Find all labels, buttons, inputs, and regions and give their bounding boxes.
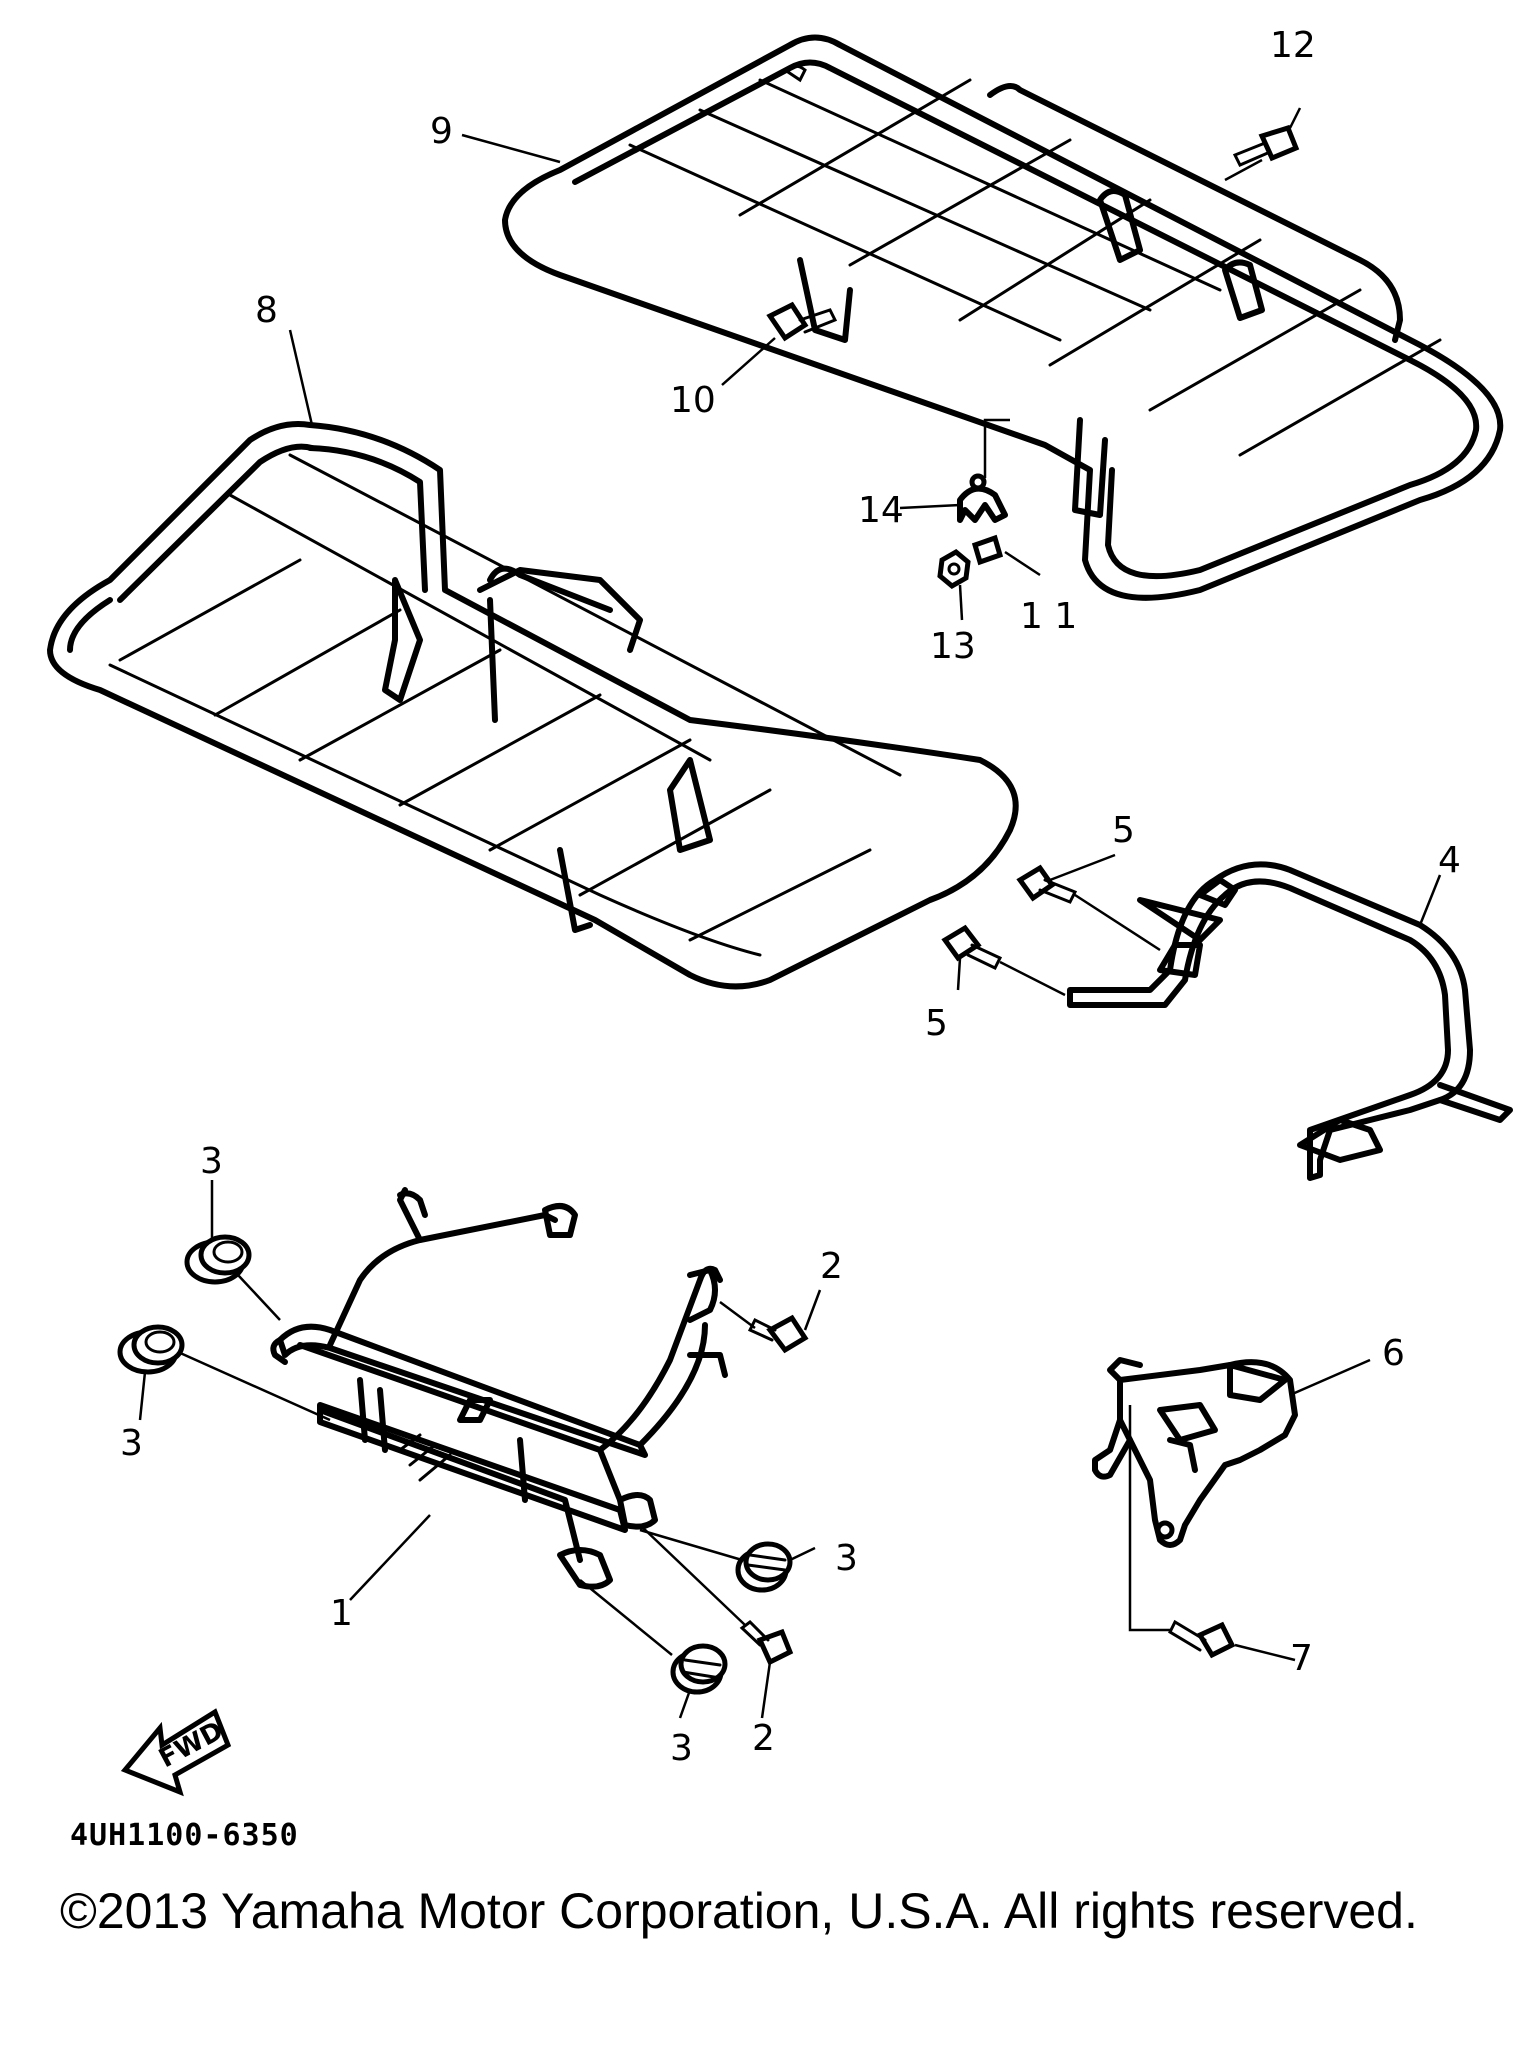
rear-carrier [502,34,1504,601]
grommet-3-left [117,1324,185,1375]
front-carrier [47,421,1019,990]
clip-14 [957,473,1008,523]
callout-5-upper: 5 [1112,810,1135,851]
fwd-arrow-icon: FWD [120,1708,232,1797]
bolt-7 [1168,1619,1236,1659]
grommet-3-top [184,1234,252,1285]
callout-6: 6 [1382,1333,1405,1374]
callout-3-top: 3 [200,1141,223,1182]
callout-11: 1 1 [1020,596,1077,637]
callout-9: 9 [430,111,453,152]
callout-4: 4 [1438,840,1461,881]
grommet-3-right [735,1541,793,1593]
bolt-5-lower [941,924,1003,970]
callout-5-lower: 5 [925,1003,948,1044]
callout-8: 8 [255,290,278,331]
callout-10: 10 [670,380,716,421]
bracket [1092,1357,1298,1548]
grommet-3-bottom [670,1643,728,1695]
diagram-code: 4UH1100-6350 [70,1818,299,1853]
stay [1067,861,1513,1181]
callout-3-bottom: 3 [670,1728,693,1769]
leader-lines [138,107,1442,1719]
callout-13: 13 [930,626,976,667]
callout-labels: 1 2 2 3 3 3 3 4 5 5 6 7 8 9 10 1 1 12 13… [120,25,1461,1769]
callout-7: 7 [1290,1638,1313,1679]
callout-3-right: 3 [835,1538,858,1579]
callout-12: 12 [1270,25,1316,66]
callout-1: 1 [330,1593,353,1634]
callout-2-upper: 2 [820,1246,843,1287]
bolt-5-upper [1016,864,1078,904]
front-guard [270,1187,728,1590]
callout-14: 14 [858,490,904,531]
callout-3-left: 3 [120,1423,143,1464]
bolt-12 [1232,124,1300,167]
collar-11 [971,534,1004,566]
bolt-2-upper [747,1314,809,1354]
bolt-10 [766,301,838,342]
callout-2-lower: 2 [752,1718,775,1759]
nut-13 [937,548,971,590]
copyright-notice: ©2013 Yamaha Motor Corporation, U.S.A. A… [60,1883,1418,1939]
bolt-2-lower [739,1620,794,1666]
